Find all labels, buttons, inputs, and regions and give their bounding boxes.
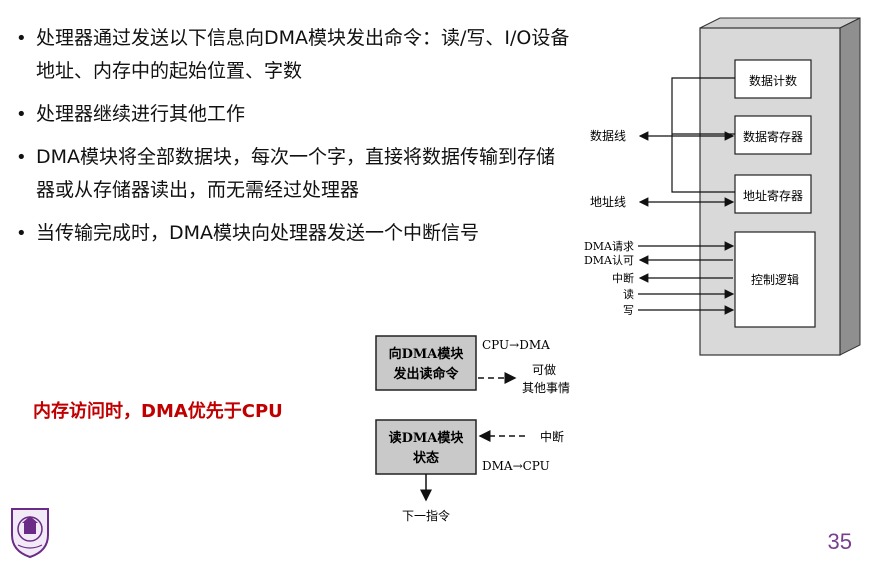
data-register [734,115,812,155]
read-status-box [375,419,477,475]
interrupt-flow-label: 中断 [540,429,564,444]
bullet-item: 当传输完成时，DMA模块向处理器发送一个中断信号 [14,217,574,250]
box1-line1: 向DMA模块 [389,346,465,362]
dma-flow-diagram: 向DMA模块 发出读命令 CPU→DMA 可做 其他事情 读DMA模块 状态 中… [375,335,570,523]
data-count-register [734,59,812,99]
box-top-face [699,17,861,29]
bullet-list: 处理器通过发送以下信息向DMA模块发出命令：读/写、I/O设备地址、内存中的起始… [14,22,574,260]
bullet-item: 处理器通过发送以下信息向DMA模块发出命令：读/写、I/O设备地址、内存中的起始… [14,22,574,88]
data-register-label: 数据寄存器 [743,129,803,144]
page-number: 35 [827,529,852,554]
address-register-label: 地址寄存器 [743,188,803,203]
dma-block-diagram: 数据计数 数据寄存器 地址寄存器 控制逻辑 数据线 地址线 DMA请求 DMA认… [584,17,861,356]
bullet-item: 处理器继续进行其他工作 [14,98,574,131]
next-instruction-label: 下一指令 [402,508,450,523]
read-label: 读 [623,287,634,301]
box2-line2: 状态 [413,450,439,466]
dma-request-label: DMA请求 [584,240,634,253]
dma-to-cpu-label: DMA→CPU [482,459,550,473]
address-line-label: 地址线 [590,195,626,209]
control-logic [734,231,816,328]
send-read-command-box [375,335,477,391]
interrupt-label: 中断 [612,271,634,285]
control-logic-label: 控制逻辑 [751,273,799,287]
bullet-item: DMA模块将全部数据块，每次一个字，直接将数据传输到存储器或从存储器读出，而无需… [14,141,574,207]
cpu-to-dma-label: CPU→DMA [482,338,550,352]
highlight-note: 内存访问时，DMA优先于CPU [33,401,283,422]
other-work-line2: 其他事情 [522,381,570,395]
data-line-label: 数据线 [590,128,626,143]
other-work-line1: 可做 [532,362,556,377]
box-side-face [839,17,861,356]
box2-line1: 读DMA模块 [389,430,465,446]
data-count-label: 数据计数 [749,73,797,88]
university-seal-logo [11,508,49,559]
dma-ack-label: DMA认可 [584,254,634,267]
box1-line2: 发出读命令 [392,366,459,382]
address-register [734,174,812,214]
write-label: 写 [623,304,634,317]
